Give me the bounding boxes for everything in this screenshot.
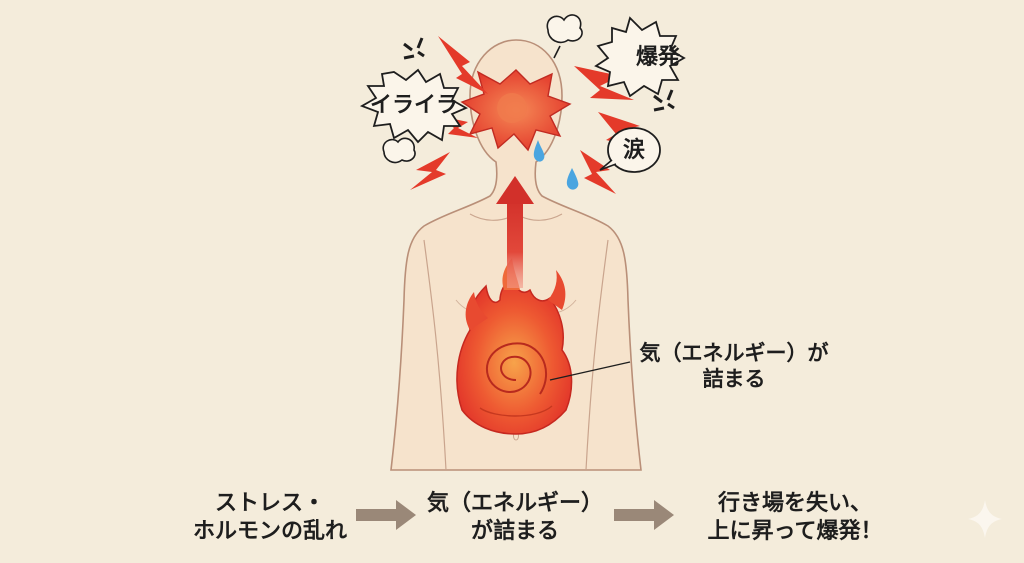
flow-step-3: 行き場を失い、 上に昇って爆発！ <box>680 490 910 545</box>
anger-mark-icon <box>403 37 675 112</box>
flow-step-2-line-1: 気（エネルギー） <box>426 491 603 516</box>
flow-step-1-line-2: ホルモンの乱れ <box>192 518 347 544</box>
tear-drop-icon <box>533 140 579 190</box>
flow-step-3-line-2: 上に昇って爆発！ <box>707 518 883 544</box>
callout-energy-blocked: 気（エネルギー）が 詰まる <box>634 340 834 393</box>
flow-arrow-1 <box>356 500 416 530</box>
callout-leader-line <box>549 361 631 381</box>
bubble-irritation-label: イライラ <box>369 93 459 118</box>
bubble-tears-shape <box>607 127 661 173</box>
callout-line-2: 詰まる <box>702 367 766 392</box>
bubble-irritation-shape <box>359 68 469 144</box>
flow-step-1-line-1: ストレス・ <box>214 491 325 516</box>
bubble-explosion-shape <box>594 16 686 98</box>
flow-step-2: 気（エネルギー） が詰まる <box>420 490 610 545</box>
flow-arrow-2 <box>614 500 674 530</box>
steam-puff-icon <box>382 14 583 164</box>
belly-fire <box>456 258 573 435</box>
bubble-tears-label: 涙 <box>622 138 646 163</box>
flow-step-2-line-2: が詰まる <box>470 518 559 544</box>
head-burst <box>460 69 572 152</box>
callout-line-1: 気（エネルギー）が <box>639 341 829 365</box>
sparkle-icon <box>968 500 1002 538</box>
flow-step-1: ストレス・ ホルモンの乱れ <box>170 490 370 545</box>
energy-arrow <box>496 176 534 288</box>
flow-step-3-line-1: 行き場を失い、 <box>717 491 872 516</box>
